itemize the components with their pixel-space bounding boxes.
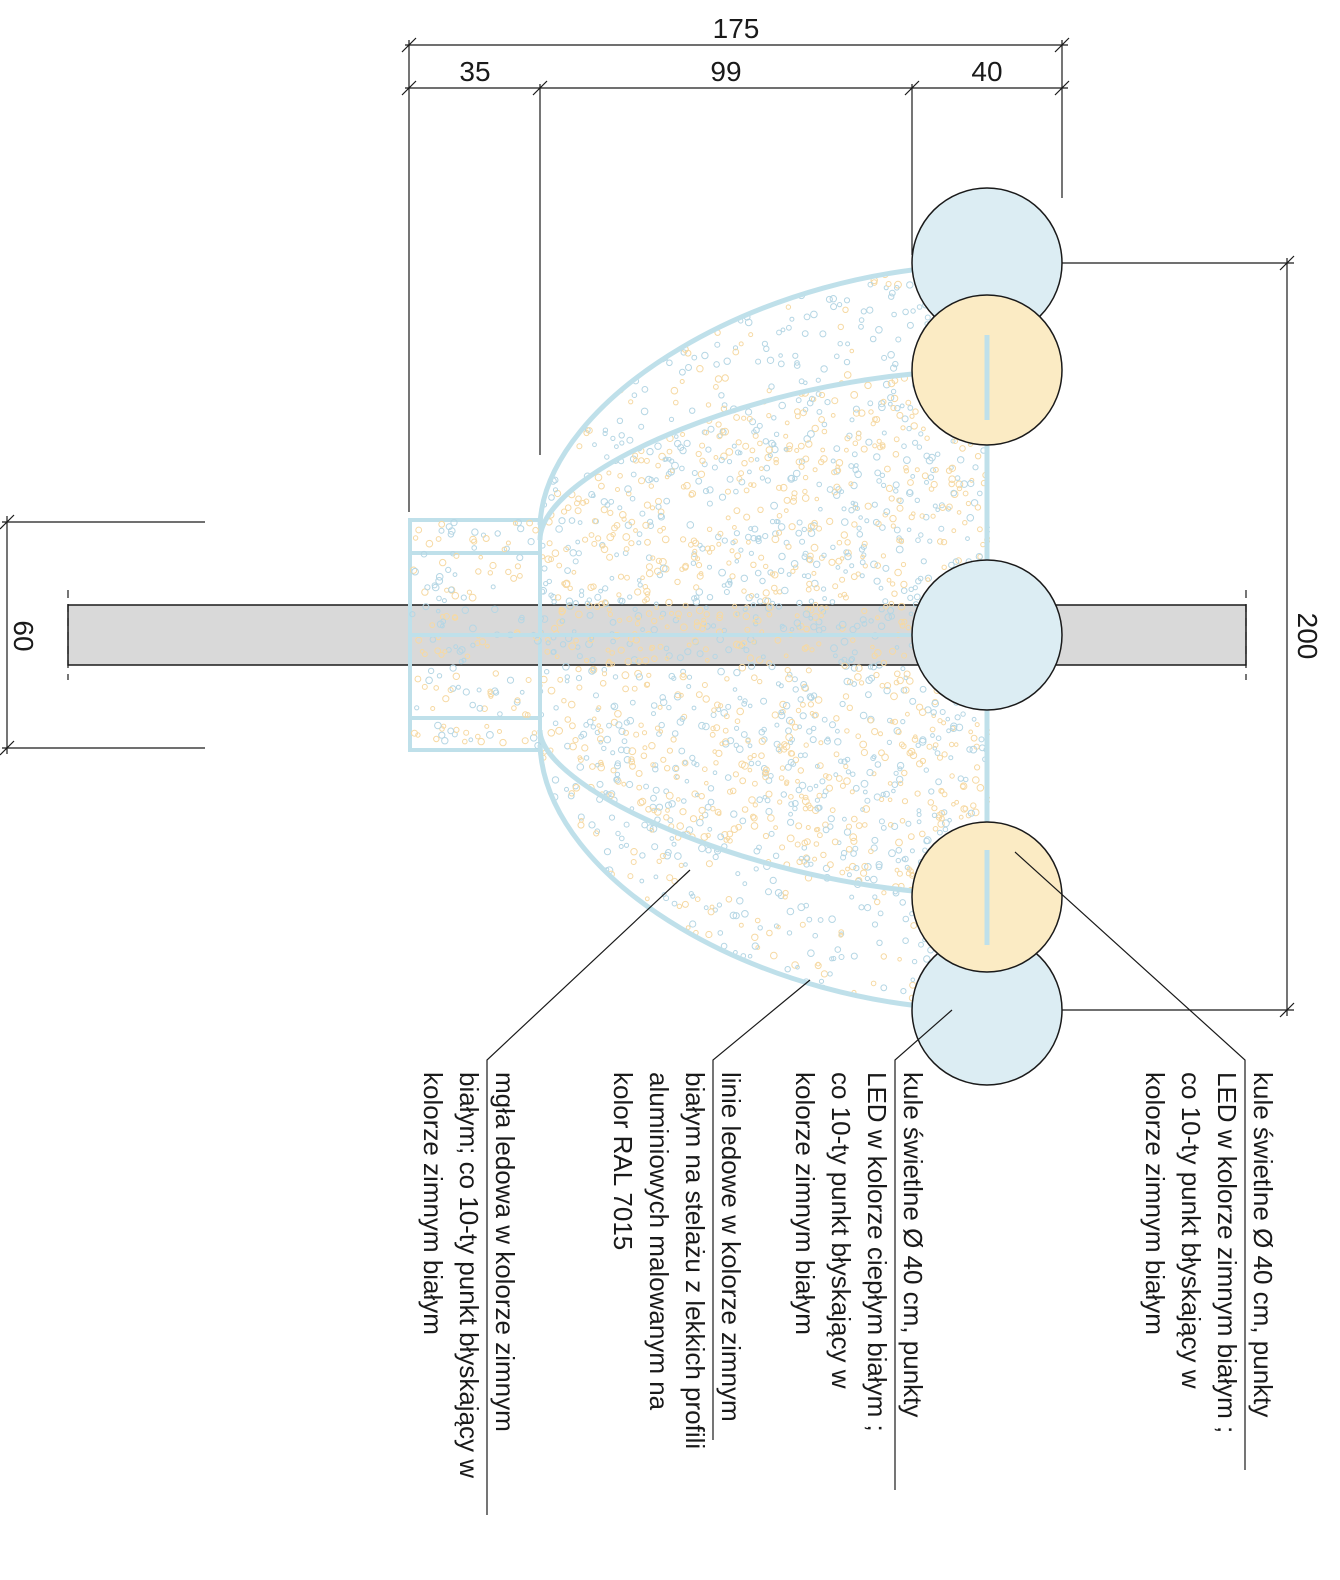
note-balls-warm-line-4: kolorze zimnym białym xyxy=(790,1072,820,1335)
note-ice-lines-line-4: kolor RAL 7015 xyxy=(608,1072,638,1250)
leader-lines xyxy=(486,851,1246,1515)
note-ice-fog: mgła ledowa w kolorze zimnym białym; co … xyxy=(418,1072,520,1478)
note-ice-lines: linie ledowe w kolorze zimnym białym na … xyxy=(608,1072,746,1449)
dim-height-left: 60 xyxy=(8,620,39,651)
note-ice-lines-line-2: białym na stelażu z lekkich profili xyxy=(680,1072,710,1449)
dim-segment-right: 40 xyxy=(971,56,1002,87)
note-ice-fog-line-3: kolorze zimnym białym xyxy=(418,1072,448,1335)
note-ice-lines-line-1: linie ledowe w kolorze zimnym xyxy=(716,1072,746,1422)
note-balls-warm-line-2: LED w kolorze ciepłym białym ; xyxy=(862,1072,892,1432)
note-balls-warm-line-3: co 10-ty punkt błyskający w xyxy=(826,1072,856,1389)
note-ice-fog-line-2: białym; co 10-ty punkt błyskający w xyxy=(454,1072,484,1478)
note-balls-warm-line-1: kule świetlne Ø 40 cm, punkty xyxy=(898,1072,928,1417)
dim-total-width: 175 xyxy=(713,13,760,44)
dim-height-right: 200 xyxy=(1292,613,1323,660)
note-balls-cold-line-1: kule świetlne Ø 40 cm, punkty xyxy=(1248,1072,1278,1417)
note-ice-lines-line-3: aluminiowych malowanym na xyxy=(644,1072,674,1411)
light-balls xyxy=(911,187,1063,1086)
dim-segment-middle: 99 xyxy=(710,56,741,87)
note-balls-warm: kule świetlne Ø 40 cm, punkty LED w kolo… xyxy=(790,1072,928,1432)
cold-ball-middle xyxy=(911,559,1063,711)
note-balls-cold: kule świetlne Ø 40 cm, punkty LED w kolo… xyxy=(1140,1072,1278,1433)
top-dimensions: 175 35 99 40 xyxy=(401,13,1070,512)
note-ice-fog-line-1: mgła ledowa w kolorze zimnym xyxy=(490,1072,520,1432)
left-dimension: 60 xyxy=(0,514,205,756)
note-balls-cold-line-4: kolorze zimnym białym xyxy=(1140,1072,1170,1335)
note-balls-cold-line-2: LED w kolorze zimnym białym ; xyxy=(1212,1072,1242,1433)
dim-segment-left: 35 xyxy=(459,56,490,87)
right-dimension: 200 xyxy=(1062,255,1323,1018)
note-balls-cold-line-3: co 10-ty punkt błyskający w xyxy=(1176,1072,1206,1389)
